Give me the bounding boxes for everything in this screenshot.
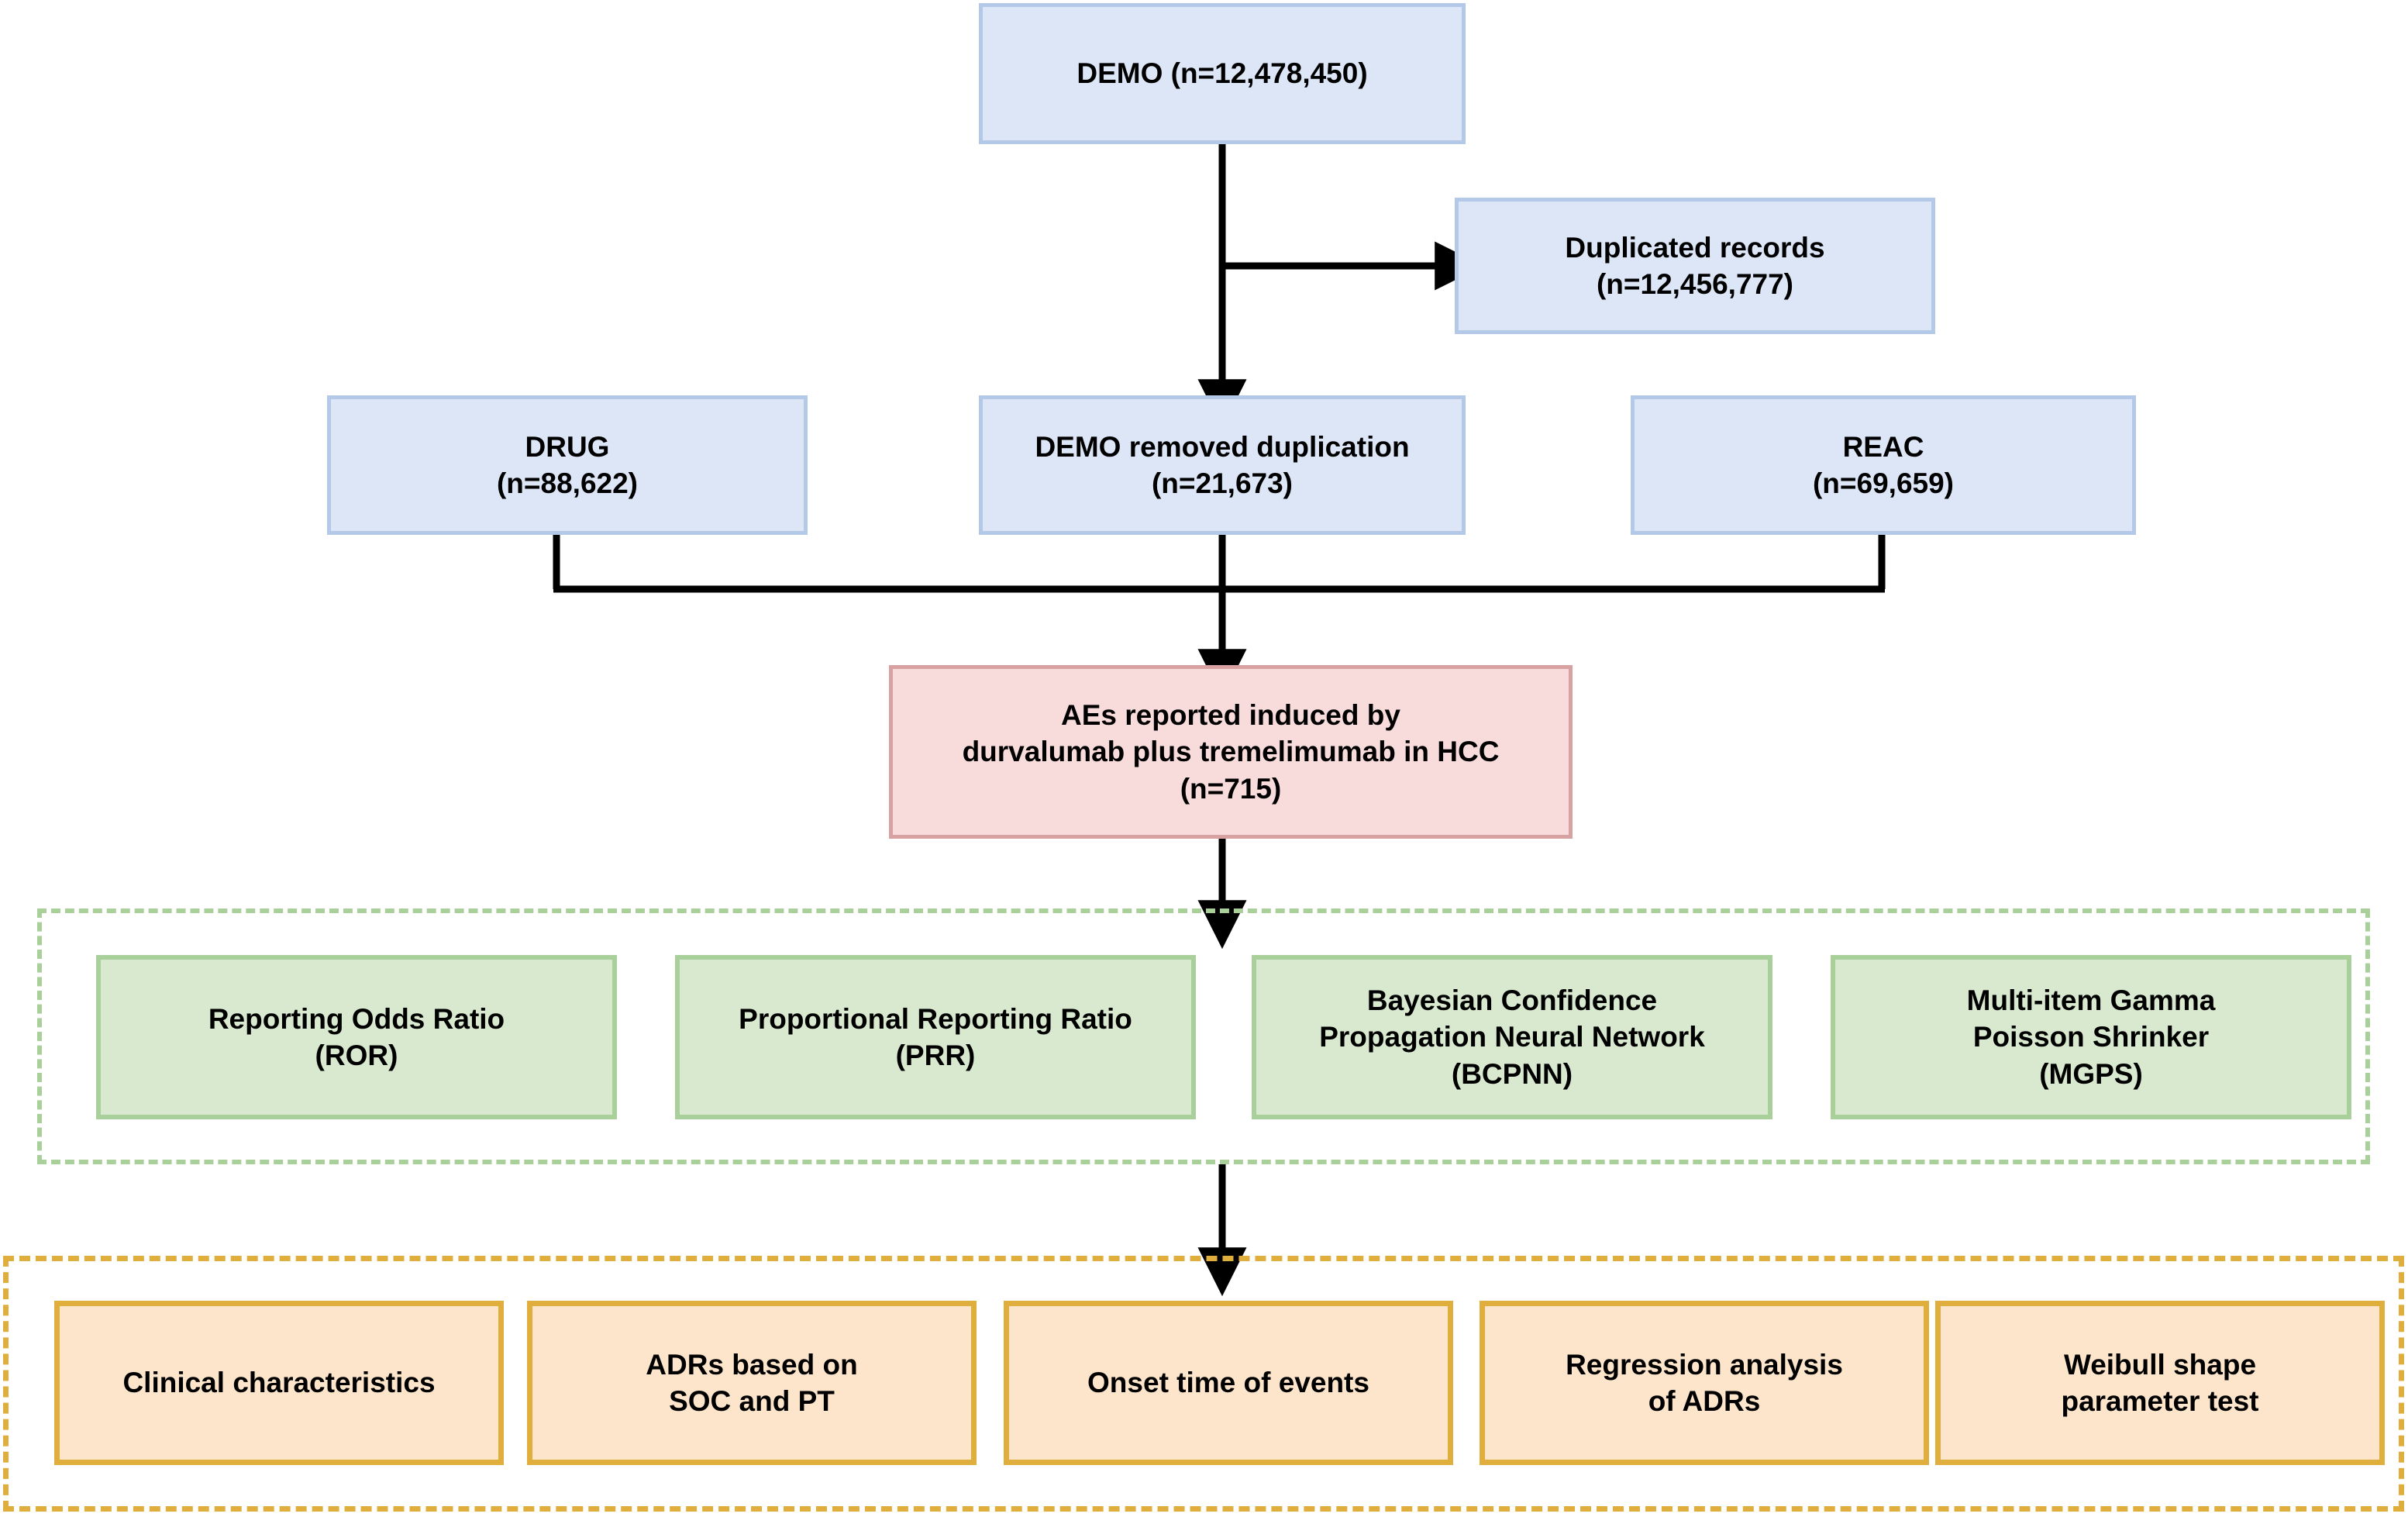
node-duplicated-records-label: Duplicated records (n=12,456,777) [1565, 231, 1825, 300]
node-weibull-test[interactable]: Weibull shape parameter test [1935, 1301, 2385, 1465]
node-drug-label: DRUG (n=88,622) [496, 430, 639, 499]
node-prr-label: Proportional Reporting Ratio (PRR) [739, 1002, 1132, 1071]
node-clinical-characteristics[interactable]: Clinical characteristics [54, 1301, 504, 1465]
node-aes-reported-label: AEs reported induced by durvalumab plus … [962, 698, 1500, 805]
node-bcpnn[interactable]: Bayesian Confidence Propagation Neural N… [1252, 955, 1772, 1119]
node-reac-label: REAC (n=69,659) [1812, 430, 1955, 499]
node-mgps[interactable]: Multi-item Gamma Poisson Shrinker (MGPS) [1831, 955, 2351, 1119]
node-clinical-characteristics-label: Clinical characteristics [122, 1367, 436, 1399]
node-ror[interactable]: Reporting Odds Ratio (ROR) [96, 955, 617, 1119]
node-demo-removed-duplication-label: DEMO removed duplication (n=21,673) [1035, 430, 1410, 499]
node-onset-time[interactable]: Onset time of events [1004, 1301, 1453, 1465]
node-drug[interactable]: DRUG (n=88,622) [327, 395, 808, 535]
node-demo-label: DEMO (n=12,478,450) [1077, 57, 1368, 90]
node-aes-reported[interactable]: AEs reported induced by durvalumab plus … [889, 665, 1573, 839]
node-weibull-test-label: Weibull shape parameter test [2061, 1348, 2259, 1417]
node-reac[interactable]: REAC (n=69,659) [1631, 395, 2136, 535]
node-demo[interactable]: DEMO (n=12,478,450) [979, 3, 1466, 144]
node-duplicated-records[interactable]: Duplicated records (n=12,456,777) [1455, 198, 1935, 334]
node-adrs-soc-pt[interactable]: ADRs based on SOC and PT [527, 1301, 977, 1465]
node-adrs-soc-pt-label: ADRs based on SOC and PT [646, 1348, 858, 1417]
node-regression-analysis-label: Regression analysis of ADRs [1566, 1348, 1843, 1417]
node-ror-label: Reporting Odds Ratio (ROR) [208, 1002, 505, 1071]
node-bcpnn-label: Bayesian Confidence Propagation Neural N… [1319, 984, 1705, 1090]
node-mgps-label: Multi-item Gamma Poisson Shrinker (MGPS) [1966, 984, 2216, 1090]
node-regression-analysis[interactable]: Regression analysis of ADRs [1480, 1301, 1929, 1465]
node-onset-time-label: Onset time of events [1087, 1367, 1369, 1399]
node-prr[interactable]: Proportional Reporting Ratio (PRR) [675, 955, 1196, 1119]
node-demo-removed-duplication[interactable]: DEMO removed duplication (n=21,673) [979, 395, 1466, 535]
